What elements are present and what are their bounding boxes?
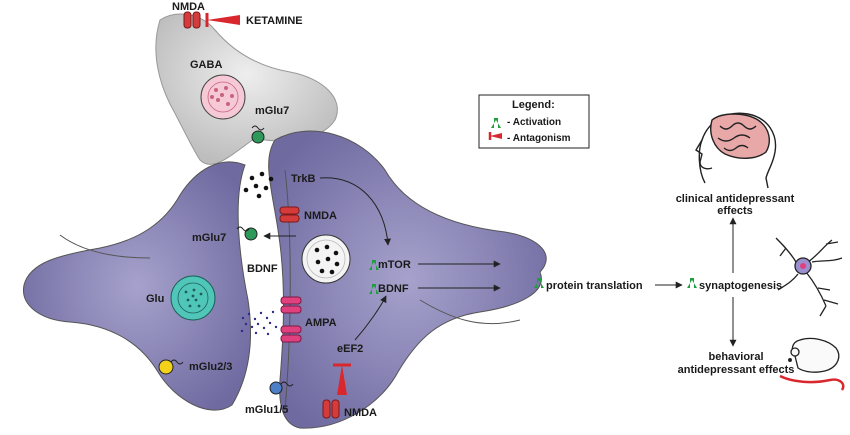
mglu7-receptor-icon [251, 125, 265, 144]
mglu7-top-label: mGlu7 [255, 105, 289, 117]
synaptogenesis-label: synaptogenesis [699, 280, 782, 292]
mglu7-left-label: mGlu7 [192, 232, 226, 244]
ketamine-label: KETAMINE [246, 15, 303, 27]
legend-activation-icon [491, 118, 501, 128]
synaptogenesis-activation-icon [687, 278, 697, 288]
gaba-vesicle-icon [200, 74, 246, 120]
clinical-line1: clinical antidepressant [676, 193, 795, 205]
behavioral-line2: antidepressant effects [678, 364, 795, 376]
legend-title: Legend: [512, 99, 555, 111]
eef2-label: eEF2 [337, 343, 363, 355]
nmda-receptor-bottom [322, 399, 340, 419]
trkb-label: TrkB [291, 173, 316, 185]
membrane-fold [284, 169, 291, 411]
mtor-label: mTOR [378, 259, 411, 271]
membrane-fold [59, 234, 151, 259]
mglu7-left-receptor-icon [236, 226, 258, 241]
mtor-activation-icon [369, 260, 379, 270]
eef2-to-bdnf-arrow [354, 295, 387, 341]
mglu23-receptor-icon [158, 359, 184, 375]
protein-translation-activation-icon [534, 278, 544, 288]
clinical-line2: effects [717, 205, 752, 217]
legend-antagonism-icon [488, 132, 502, 140]
nmda-receptor-top [183, 11, 201, 29]
nmda-top-label: NMDA [172, 1, 205, 13]
gaba-label: GABA [190, 59, 222, 71]
bdnf-right-label: BDNF [378, 283, 409, 295]
rat-icon [779, 337, 845, 391]
ketamine-antagonism-icon [205, 13, 240, 27]
behavioral-line1: behavioral [708, 351, 763, 363]
ampa-label: AMPA [305, 317, 337, 329]
brain-head-icon [695, 112, 777, 189]
bdnf-vesicle-icon [301, 234, 351, 284]
nmda-mid-label: NMDA [304, 210, 337, 222]
glu-label: Glu [146, 293, 164, 305]
membrane-fold [419, 299, 521, 325]
bdnf-release-dots [243, 171, 274, 199]
mglu15-label: mGlu1/5 [245, 404, 288, 416]
neuron-icon [775, 237, 843, 317]
glu-vesicle-icon [170, 275, 216, 321]
bdnf-right-activation-icon [369, 284, 379, 294]
trkb-to-mtor-arrow [319, 177, 392, 246]
legend: Legend: - Activation - Antagonism [478, 94, 590, 149]
nmda-bottom-label: NMDA [344, 407, 377, 419]
legend-antagonism-label: - Antagonism [507, 133, 571, 144]
postsynaptic-neuron [268, 130, 547, 429]
mglu15-receptor-icon [269, 381, 294, 395]
nmda-receptor-mid [279, 206, 300, 223]
glutamate-release-dots [240, 310, 278, 336]
ampa-receptor-icon [280, 296, 302, 343]
mglu23-label: mGlu2/3 [189, 361, 232, 373]
legend-activation-label: - Activation [507, 117, 561, 128]
protein-translation-label: protein translation [546, 280, 643, 292]
presynaptic-neuron [23, 161, 252, 411]
nmda-eef2-antagonism-icon [333, 363, 351, 395]
bdnf-left-label: BDNF [247, 263, 278, 275]
